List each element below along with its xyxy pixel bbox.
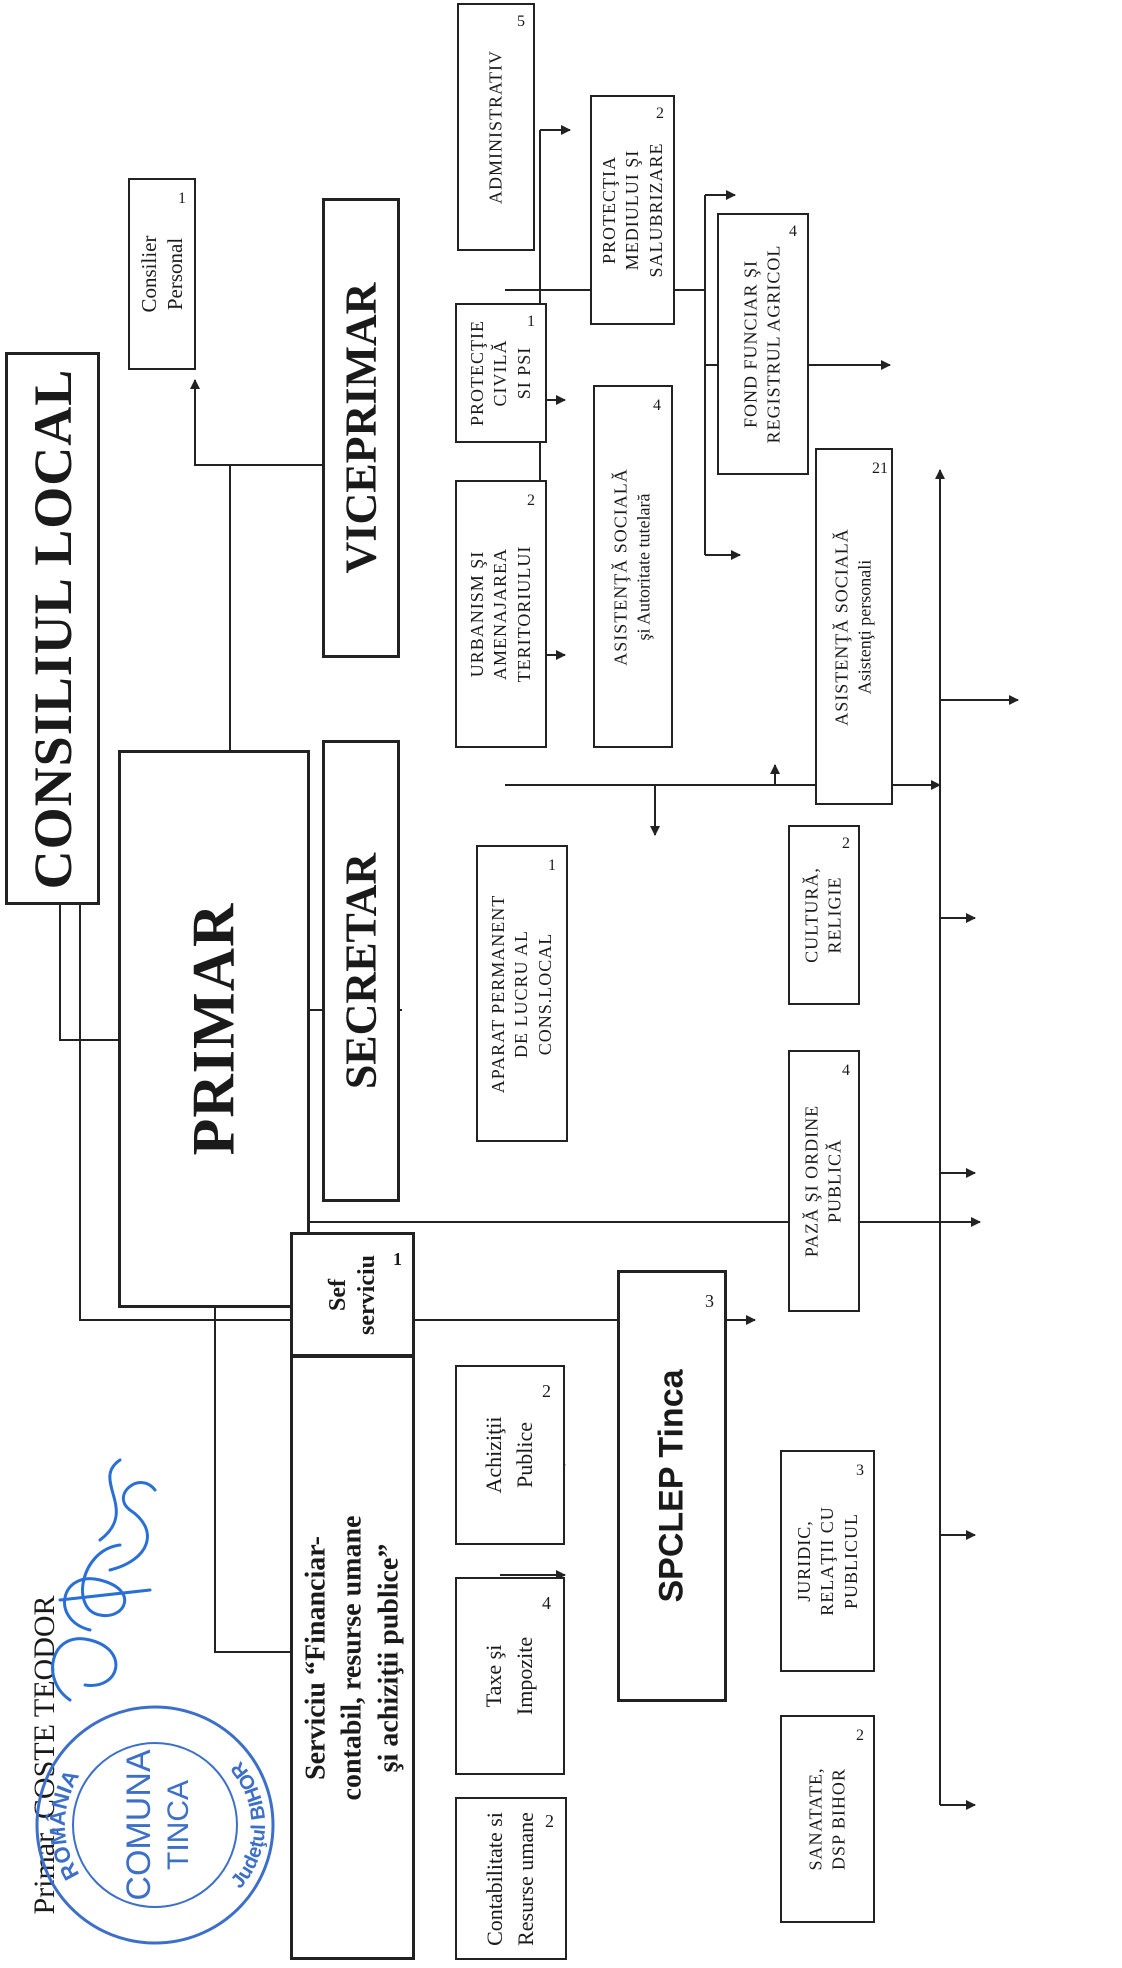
box-consiliul-local: CONSILIUL LOCAL [5,352,100,905]
box-urbanism: URBANISM ŞI AMENAJAREA TERITORIULUI 2 [455,480,547,748]
aparat-count: 1 [548,857,556,874]
consilier-count: 1 [178,190,186,207]
box-contabilitate: Contabilitate si Resurse umane 2 [455,1797,567,1960]
primar-label: PRIMAR [180,902,247,1156]
spclep-count: 3 [705,1291,714,1311]
achizitii-line1: Achiziţii [481,1416,507,1494]
paza-line2: PUBLICĂ [825,1138,845,1224]
aparat-line2: DE LUCRU AL [511,929,532,1058]
box-protectia-mediului: PROTECŢIA MEDIULUI ŞI SALUBRIZARE 2 [590,95,675,325]
protectia-mediului-line1: PROTECŢIA [598,156,619,265]
box-taxe: Taxe şi Impozite 4 [455,1577,565,1775]
box-serviciu: Serviciu “Financiar- contabil, resurse u… [290,1355,415,1960]
box-secretar: SECRETAR [322,740,400,1202]
protectia-mediului-count: 2 [656,105,664,122]
box-sanatate: SANATATE, DSP BIHOR 2 [780,1715,875,1923]
consilier-line2: Personal [163,237,187,311]
viceprimar-label: VICEPRIMAR [336,282,386,574]
paza-count: 4 [842,1062,850,1079]
cultura-count: 2 [842,835,850,852]
box-asistenta-sociala-tutela: ASISTENŢĂ SOCIALĂ şi Autoritate tutelară… [593,385,673,748]
sanatate-line2: DSP BIHOR [828,1768,849,1870]
box-sef-serviciu: Sef serviciu 1 [290,1232,415,1357]
box-viceprimar: VICEPRIMAR [322,198,400,658]
stamp-line2: TINCA [162,1780,195,1870]
administrativ-count: 5 [517,13,525,30]
signature-icon [51,1458,157,1702]
protectie-civila-count: 1 [527,313,535,330]
urbanism-count: 2 [527,492,535,509]
box-aparat-permanent: APARAT PERMANENT DE LUCRU AL CONS.LOCAL … [476,845,568,1142]
paza-line1: PAZĂ ŞI ORDINE [801,1104,822,1258]
sef-line2: serviciu [353,1254,380,1335]
fond-funciar-line2: REGISTRUL AGRICOL [764,244,784,444]
asistenta-personali-line2: Asistenţi personali [855,559,875,694]
cultura-line2: RELIGIE [825,876,845,954]
contabilitate-count: 2 [545,1811,554,1831]
protectie-civila-line3: SI PSI [513,346,534,400]
juridic-line1: JURIDIC, [793,1520,814,1602]
achizitii-line2: Publice [512,1422,537,1489]
box-juridic: JURIDIC, RELAŢII CU PUBLICUL 3 [780,1450,875,1672]
asistenta-personali-line1: ASISTENŢĂ SOCIALĂ [831,527,852,726]
sanatate-line1: SANATATE, [805,1767,826,1871]
urbanism-line3: TERITORIULUI [513,545,534,683]
stamp-line1: COMUNA [120,1749,158,1900]
box-cultura: CULTURĂ, RELIGIE 2 [788,825,860,1005]
urbanism-line2: AMENAJAREA [490,548,511,681]
urbanism-line1: URBANISM ŞI [466,550,487,678]
stamp-country: ROMÂNIA [45,1766,84,1885]
stamp-icon: ROMÂNIA Judeţul BIHOR COMUNA TINCA [35,1705,275,1945]
consilier-line1: Consilier [136,235,161,313]
fond-funciar-count: 4 [789,223,797,240]
contabilitate-line2: Resurse umane [513,1811,538,1946]
box-administrativ: ADMINISTRATIV 5 [457,3,535,251]
box-primar: PRIMAR [118,750,310,1308]
juridic-line3: PUBLICUL [840,1512,861,1610]
box-fond-funciar: FOND FUNCIAR ŞI REGISTRUL AGRICOL 4 [717,213,809,475]
protectie-civila-line1: PROTECŢIE [466,320,487,426]
sef-line1: Sef [324,1278,351,1311]
protectia-mediului-line3: SALUBRIZARE [645,142,666,278]
juridic-count: 3 [856,1462,864,1479]
spclep-label: SPCLEP Tinca [652,1369,691,1603]
taxe-line2: Impozite [512,1636,537,1716]
achizitii-count: 2 [542,1381,551,1401]
asistenta-personali-count: 21 [872,460,888,477]
official-stamp: ROMÂNIA Judeţul BIHOR COMUNA TINCA [20,1690,290,1960]
serviciu-line3: şi achiziţii publice” [372,1543,404,1772]
taxe-count: 4 [542,1593,551,1613]
asistenta-tutela-count: 4 [653,397,661,414]
taxe-line1: Taxe şi [481,1644,507,1708]
sanatate-count: 2 [856,1727,864,1744]
box-consilier-personal: Consilier Personal 1 [128,178,196,370]
svg-text:ROMÂNIA: ROMÂNIA [45,1766,84,1885]
administrativ-line1: ADMINISTRATIV [485,50,506,204]
protectia-mediului-line2: MEDIULUI ŞI [621,149,642,271]
box-paza: PAZĂ ŞI ORDINE PUBLICĂ 4 [788,1050,860,1312]
secretar-label: SECRETAR [336,852,386,1090]
asistenta-tutela-line2: şi Autoritate tutelară [634,493,654,640]
contabilitate-line1: Contabilitate si [482,1811,508,1946]
asistenta-tutela-line1: ASISTENŢĂ SOCIALĂ [610,467,631,666]
aparat-line3: CONS.LOCAL [534,932,555,1055]
serviciu-line2: contabil, resurse umane [336,1515,368,1800]
box-protectie-civila: PROTECŢIE CIVILĂ SI PSI 1 [455,303,547,443]
aparat-line1: APARAT PERMANENT [487,894,508,1093]
box-achizitii: Achiziţii Publice 2 [455,1365,565,1545]
box-spclep: SPCLEP Tinca 3 [617,1270,727,1702]
juridic-line2: RELAŢII CU [816,1506,837,1616]
box-asistenta-sociala-personali: ASISTENŢĂ SOCIALĂ Asistenţi personali 21 [815,448,893,805]
fond-funciar-line1: FOND FUNCIAR ŞI [740,259,761,429]
cultura-line1: CULTURĂ, [801,867,822,963]
consiliul-local-label: CONSILIUL LOCAL [22,368,83,889]
serviciu-line1: Serviciu “Financiar- [299,1535,331,1780]
protectie-civila-line2: CIVILĂ [490,339,511,407]
sef-count: 1 [393,1249,402,1269]
